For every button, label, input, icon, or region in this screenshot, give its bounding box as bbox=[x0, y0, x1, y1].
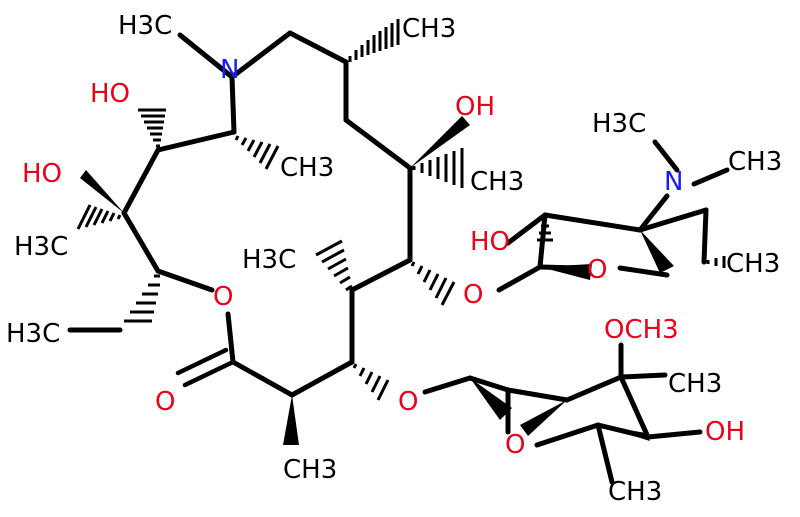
carbonyl-double-bond bbox=[175, 347, 236, 388]
ch3-sugar1-label: CH3 bbox=[726, 249, 780, 279]
bonds bbox=[67, 30, 730, 485]
ho-left-label: HO bbox=[22, 159, 62, 189]
wedge-bonds bbox=[80, 116, 674, 445]
ch3-after-n-label: CH3 bbox=[280, 153, 334, 183]
ch3-bottom-mid-label: CH3 bbox=[283, 455, 337, 485]
h3c-mid-label: H3C bbox=[242, 245, 296, 275]
o-ring-sugar2-label: O bbox=[505, 430, 525, 460]
ch3-bottom-right-label: CH3 bbox=[608, 477, 662, 507]
oh-sugar2-label: OH bbox=[705, 417, 745, 447]
o-lactone-ring-label: O bbox=[213, 282, 233, 312]
ch3-sugar2-label: CH3 bbox=[668, 369, 722, 399]
o-carbonyl-label: O bbox=[155, 387, 175, 417]
ho-sugar-label: HO bbox=[470, 227, 510, 257]
h3c-ethyl-label: H3C bbox=[6, 319, 60, 349]
o-ring-sugar1-label: O bbox=[587, 255, 607, 285]
n-ring-label: N bbox=[220, 55, 239, 85]
o-glycoside1-label: O bbox=[463, 280, 483, 310]
h3c-nme2-left-label: H3C bbox=[592, 109, 646, 139]
o-glycoside2-label: O bbox=[398, 387, 418, 417]
n-sugar-label: N bbox=[664, 167, 683, 197]
atom-labels: H3C N CH3 HO OH H3C N CH3 HO CH3 CH3 HO … bbox=[6, 11, 782, 507]
ch3-mid-label: CH3 bbox=[470, 167, 524, 197]
ch3-nme2-right-label: CH3 bbox=[728, 147, 782, 177]
hashed-bonds bbox=[76, 19, 726, 401]
oh-top-middle-label: OH bbox=[455, 92, 495, 122]
och3-label: OCH3 bbox=[604, 315, 679, 345]
ho-upper-left-label: HO bbox=[90, 79, 130, 109]
ch3-top-right-label: CH3 bbox=[402, 14, 456, 44]
h3c-n-methyl-label: H3C bbox=[118, 11, 172, 41]
h3c-left-mid-label: H3C bbox=[14, 232, 68, 262]
